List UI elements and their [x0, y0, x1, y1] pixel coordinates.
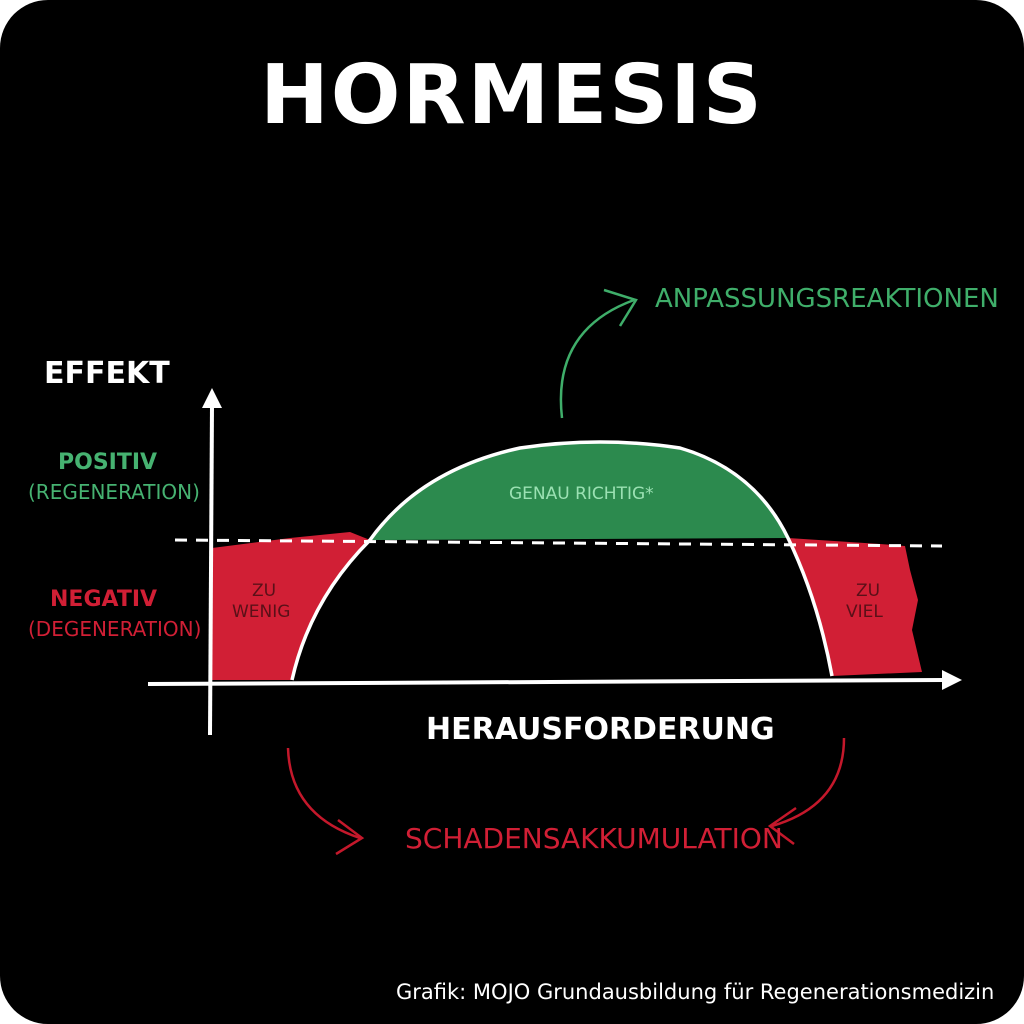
- y-axis-label: EFFEKT: [44, 356, 170, 391]
- adaptation-label: ANPASSUNGSREAKTIONEN: [655, 284, 999, 314]
- damage-arrow-left-head: [335, 819, 365, 856]
- x-axis-line: [147, 678, 945, 686]
- adaptation-arrow: [559, 298, 635, 419]
- zone-just-right: [370, 442, 788, 540]
- x-axis-label: HERAUSFORDERUNG: [426, 712, 775, 747]
- zone-too-much: [788, 538, 922, 676]
- too-little-label-line1: ZU: [251, 581, 277, 601]
- damage-arrow-left: [286, 747, 361, 840]
- negative-sublabel: (DEGENERATION): [28, 617, 202, 641]
- y-axis-line: [208, 403, 214, 736]
- too-much-label-line2: VIEL: [846, 602, 883, 622]
- positive-sublabel: (REGENERATION): [28, 480, 200, 504]
- positive-label: POSITIV: [58, 450, 158, 475]
- too-much-label-line1: ZU: [855, 581, 881, 601]
- credit-text: Grafik: MOJO Grundausbildung für Regener…: [396, 980, 995, 1004]
- threshold-line: [174, 538, 943, 548]
- diagram-title: HORMESIS: [260, 48, 764, 143]
- hormesis-curve: [290, 440, 834, 681]
- damage-arrow-right: [771, 737, 846, 828]
- adaptation-arrowhead: [603, 288, 638, 327]
- negative-label: NEGATIV: [50, 587, 158, 612]
- x-axis-arrowhead: [942, 670, 962, 690]
- too-little-label-line2: WENIG: [232, 602, 291, 622]
- y-axis-arrowhead: [202, 388, 222, 408]
- damage-arrow-right-head: [767, 806, 797, 845]
- damage-label: SCHADENSAKKUMULATION: [405, 822, 783, 855]
- just-right-label: GENAU RICHTIG*: [509, 484, 654, 504]
- zone-too-little: [212, 532, 370, 680]
